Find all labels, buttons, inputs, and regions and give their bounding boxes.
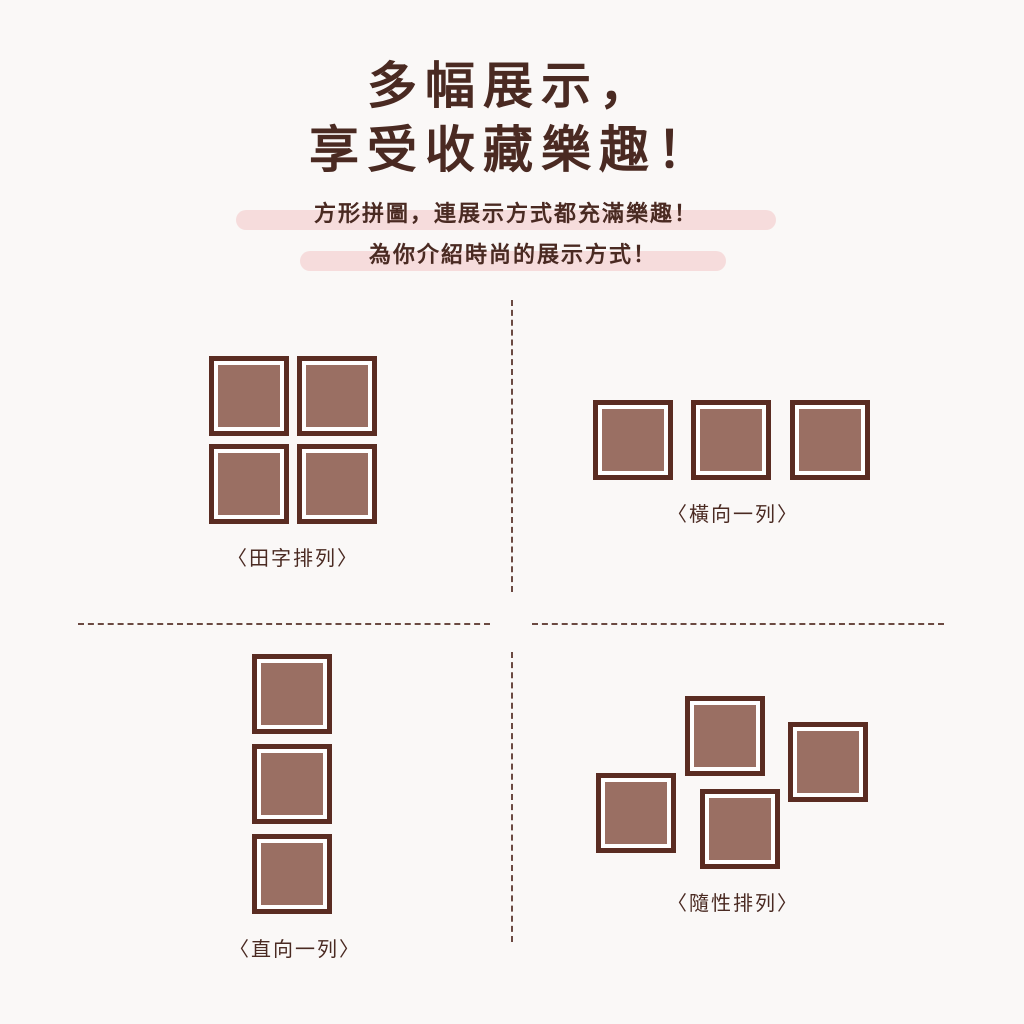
photo xyxy=(261,663,323,725)
photo xyxy=(709,798,771,860)
photo-frame xyxy=(685,696,765,776)
subheading-line-2: 為你介紹時尚的展示方式！ xyxy=(300,237,726,271)
photo-frame xyxy=(297,356,377,436)
photo xyxy=(261,753,323,815)
divider-vertical-top xyxy=(511,300,513,592)
photo xyxy=(306,453,368,515)
divider-vertical-bottom xyxy=(511,652,513,942)
subheading-line-1: 方形拼圖，連展示方式都充滿樂趣！ xyxy=(236,196,776,230)
highlight-bar xyxy=(300,251,726,271)
photo-frame xyxy=(209,356,289,436)
photo xyxy=(799,409,861,471)
photo xyxy=(602,409,664,471)
photo xyxy=(605,782,667,844)
photo-frame xyxy=(700,789,780,869)
photo-frame xyxy=(252,654,332,734)
divider-horizontal-left xyxy=(78,623,490,625)
headline-line-2: 享受收藏樂趣！ xyxy=(309,121,715,179)
photo xyxy=(700,409,762,471)
photo xyxy=(218,365,280,427)
photo-frame xyxy=(788,722,868,802)
subheading-text-2: 為你介紹時尚的展示方式！ xyxy=(368,243,657,268)
photo-frame xyxy=(252,834,332,914)
horizontal-layout-caption: 〈橫向一列〉 xyxy=(667,502,799,526)
photo-frame xyxy=(790,400,870,480)
headline-line-1: 多幅展示， xyxy=(367,57,657,115)
highlight-bar xyxy=(236,210,776,230)
photo xyxy=(261,843,323,905)
subheading-text-1: 方形拼圖，連展示方式都充滿樂趣！ xyxy=(313,202,698,227)
photo-frame xyxy=(596,773,676,853)
photo xyxy=(306,365,368,427)
photo-frame xyxy=(691,400,771,480)
photo-frame xyxy=(297,444,377,524)
divider-horizontal-right xyxy=(532,623,944,625)
random-layout-caption: 〈隨性排列〉 xyxy=(667,891,799,915)
grid-layout-caption: 〈田字排列〉 xyxy=(227,546,359,570)
photo-frame xyxy=(252,744,332,824)
photo xyxy=(797,731,859,793)
photo-frame xyxy=(209,444,289,524)
photo xyxy=(218,453,280,515)
vertical-layout-caption: 〈直向一列〉 xyxy=(229,937,361,961)
photo xyxy=(694,705,756,767)
photo-frame xyxy=(593,400,673,480)
